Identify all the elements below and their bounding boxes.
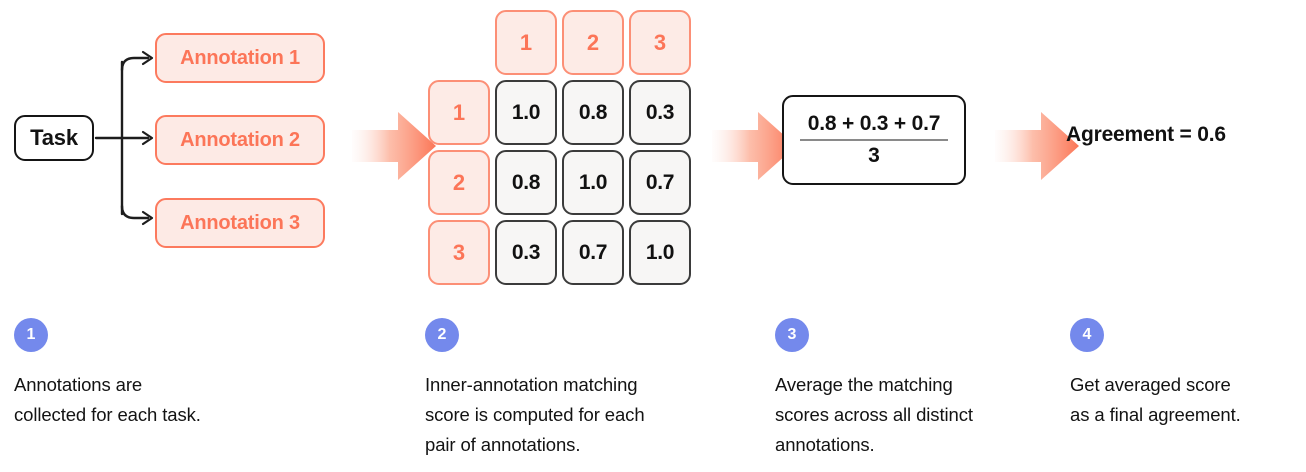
step-badge: 3 (775, 318, 809, 352)
annotation-label: Annotation 2 (180, 128, 300, 151)
matrix-header-row: 1 2 3 (428, 10, 691, 75)
branch-line-top (120, 56, 150, 72)
task-label: Task (30, 125, 78, 150)
annotation-label: Annotation 3 (180, 211, 300, 234)
step-2: 2 Inner-annotation matching score is com… (425, 318, 725, 460)
step-3: 3 Average the matching scores across all… (775, 318, 1055, 460)
matrix-corner-spacer (428, 10, 490, 75)
fraction-denominator: 3 (868, 143, 880, 167)
matrix-row: 1 1.0 0.8 0.3 (428, 80, 691, 145)
step-description: Average the matching scores across all d… (775, 374, 973, 455)
matrix-cell: 0.3 (495, 220, 557, 285)
matrix-column-header: 3 (629, 10, 691, 75)
step-description: Get averaged score as a final agreement. (1070, 374, 1241, 425)
matrix-cell: 0.3 (629, 80, 691, 145)
matrix-cell: 0.7 (562, 220, 624, 285)
matrix-column-header: 2 (562, 10, 624, 75)
step-badge: 2 (425, 318, 459, 352)
agreement-matrix: 1 2 3 1 1.0 0.8 0.3 2 0.8 1.0 0.7 3 0.3 … (428, 10, 691, 285)
annotation-node-3: Annotation 3 (155, 198, 325, 248)
matrix-cell: 0.8 (562, 80, 624, 145)
flow-arrow-icon-2 (712, 112, 796, 180)
fraction-numerator: 0.8 + 0.3 + 0.7 (807, 111, 941, 135)
task-node: Task (14, 115, 94, 161)
matrix-row-header: 1 (428, 80, 490, 145)
matrix-row-header: 3 (428, 220, 490, 285)
branch-arrowhead-middle (141, 130, 154, 146)
matrix-row: 2 0.8 1.0 0.7 (428, 150, 691, 215)
matrix-row: 3 0.3 0.7 1.0 (428, 220, 691, 285)
step-description: Annotations are collected for each task. (14, 374, 201, 425)
matrix-cell: 1.0 (495, 80, 557, 145)
matrix-cell: 0.8 (495, 150, 557, 215)
matrix-row-header: 2 (428, 150, 490, 215)
step-1: 1 Annotations are collected for each tas… (14, 318, 344, 430)
branch-line-bottom (120, 204, 150, 220)
step-badge: 1 (14, 318, 48, 352)
flow-arrow-icon-1 (352, 112, 436, 180)
fraction: 0.8 + 0.3 + 0.7 3 (800, 111, 948, 167)
matrix-cell: 0.7 (629, 150, 691, 215)
agreement-result: Agreement = 0.6 (1066, 123, 1226, 146)
branch-arrowhead-top (141, 50, 154, 66)
matrix-cell: 1.0 (562, 150, 624, 215)
annotation-node-1: Annotation 1 (155, 33, 325, 83)
matrix-column-header: 1 (495, 10, 557, 75)
fraction-bar (800, 138, 948, 141)
branch-arrowhead-bottom (141, 210, 154, 226)
annotation-label: Annotation 1 (180, 46, 300, 69)
step-4: 4 Get averaged score as a final agreemen… (1070, 318, 1306, 430)
matrix-cell: 1.0 (629, 220, 691, 285)
annotation-node-2: Annotation 2 (155, 115, 325, 165)
flow-arrow-icon-3 (995, 112, 1079, 180)
step-badge: 4 (1070, 318, 1104, 352)
step-description: Inner-annotation matching score is compu… (425, 374, 645, 455)
average-formula-box: 0.8 + 0.3 + 0.7 3 (782, 95, 966, 185)
